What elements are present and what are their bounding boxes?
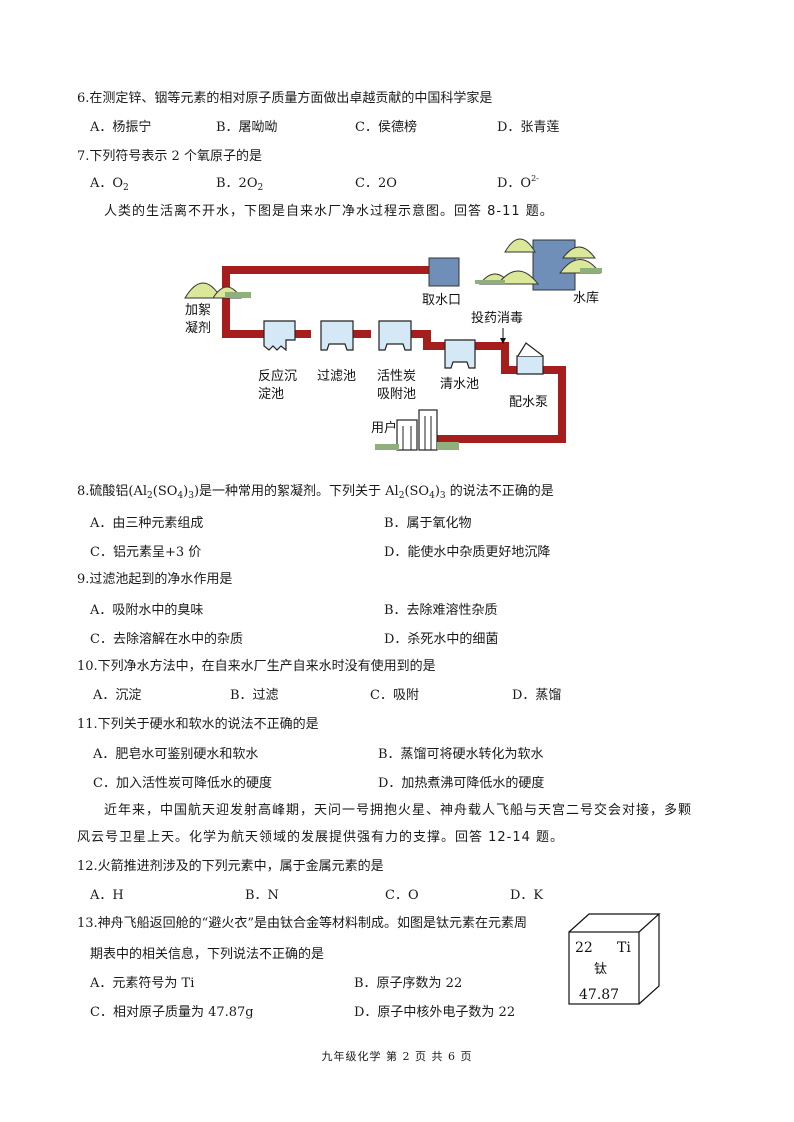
q11-stem: 11.下列关于硬水和软水的说法不正确的是 [77, 717, 319, 732]
label-settling-2: 淀池 [258, 387, 284, 402]
q12-option-c: C．O [385, 888, 419, 903]
intro-8-11: 人类的生活离不开水，下图是自来水厂净水过程示意图。回答 8-11 题。 [104, 204, 554, 219]
q13-option-d: D．原子中核外电子数为 22 [354, 1005, 516, 1020]
clear-tank [444, 339, 476, 369]
q11-option-b: B．蒸馏可将硬水转化为软水 [378, 747, 544, 762]
label-intake: 取水口 [422, 293, 461, 308]
element-mass: 47.87 [579, 987, 619, 1003]
q6-option-a: A．杨振宁 [90, 120, 152, 135]
q13-option-a: A．元素符号为 Ti [90, 976, 195, 991]
q9-option-c: C．去除溶解在水中的杂质 [90, 632, 243, 647]
element-name: 钛 [594, 962, 607, 977]
page-footer: 九年级化学 第 2 页 共 6 页 [321, 1050, 473, 1063]
label-disinfect: 投药消毒 [471, 310, 523, 326]
q12-option-b: B．N [245, 888, 279, 903]
q9-option-a: A．吸附水中的臭味 [90, 603, 204, 618]
q9-option-b: B．去除难溶性杂质 [384, 603, 498, 618]
q11-option-a: A．肥皂水可鉴别硬水和软水 [93, 747, 259, 762]
q12-option-a: A．H [90, 888, 124, 903]
q8-option-a: A．由三种元素组成 [90, 516, 204, 531]
q13-stem-line1: 13.神舟飞船返回舱的“避火衣”是由钛合金等材料制成。如图是钛元素在元素周 [77, 916, 527, 931]
label-clear: 清水池 [440, 377, 479, 392]
water-treatment-diagram: 加絮 凝剂 取水口 水库 投药消毒 反应沉 淀池 过滤池 活性炭 吸附池 清水池… [175, 228, 625, 463]
q10-option-d: D．蒸馏 [512, 688, 562, 703]
label-reservoir: 水库 [573, 290, 599, 306]
q10-stem: 10.下列净水方法中，在自来水厂生产自来水时没有使用到的是 [77, 659, 436, 674]
element-symbol: Ti [617, 940, 631, 956]
intake-box [428, 257, 460, 287]
q11-option-d: D．加热煮沸可降低水的硬度 [378, 776, 545, 791]
label-carbon-1: 活性炭 [377, 369, 416, 384]
q9-option-d: D．杀死水中的细菌 [384, 632, 499, 647]
element-number: 22 [575, 940, 593, 956]
titanium-element-card: 22 Ti 钛 47.87 [565, 910, 665, 1010]
q6-option-b: B．屠呦呦 [216, 120, 278, 135]
carbon-tank [378, 320, 412, 351]
q6-option-c: C．侯德榜 [355, 120, 417, 135]
pipe [222, 266, 566, 443]
q6-option-d: D．张青莲 [497, 120, 560, 135]
q10-option-b: B．过滤 [230, 688, 279, 703]
q12-option-d: D．K [510, 888, 544, 903]
q11-option-c: C．加入活性炭可降低水的硬度 [93, 776, 272, 791]
q7-option-d: D．O2- [497, 174, 539, 191]
q6-stem: 6.在测定锌、铟等元素的相对原子质量方面做出卓越贡献的中国科学家是 [77, 91, 493, 106]
q10-option-a: A．沉淀 [93, 688, 142, 703]
settling-tank [263, 320, 296, 352]
q13-option-b: B．原子序数为 22 [354, 976, 463, 991]
label-pump: 配水泵 [509, 395, 548, 410]
label-user: 用户 [371, 420, 397, 436]
pump-box [516, 355, 544, 375]
q10-option-c: C．吸附 [370, 688, 419, 703]
q8-option-d: D．能使水中杂质更好地沉降 [384, 545, 551, 560]
q12-stem: 12.火箭推进剂涉及的下列元素中，属于金属元素的是 [77, 859, 384, 874]
q7-option-b: B．2O2 [216, 176, 264, 193]
label-coagulant-2: 凝剂 [185, 320, 211, 336]
label-carbon-2: 吸附池 [377, 387, 416, 402]
intro-12-14-line1: 近年来，中国航天迎发射高峰期，天问一号拥抱火星、神舟载人飞船与天宫二号交会对接，… [104, 803, 693, 818]
label-filter: 过滤池 [317, 369, 356, 384]
label-coagulant-1: 加絮 [185, 302, 211, 318]
q9-stem: 9.过滤池起到的净水作用是 [77, 572, 233, 587]
label-settling-1: 反应沉 [258, 368, 297, 384]
q7-option-a: A．O2 [90, 176, 129, 193]
q7-option-c: C．2O [355, 176, 397, 191]
filter-tank [320, 320, 354, 351]
q8-stem: 8.硫酸铝(Al2(SO4)3)是一种常用的絮凝剂。下列关于 Al2(SO4)3… [77, 484, 554, 501]
q13-option-c: C．相对原子质量为 47.87g [90, 1005, 254, 1020]
q8-option-b: B．属于氧化物 [384, 516, 472, 531]
q13-stem-line2: 期表中的相关信息，下列说法不正确的是 [90, 947, 325, 962]
q8-option-c: C．铝元素呈+3 价 [90, 545, 202, 560]
pump-roof [517, 342, 544, 357]
intro-12-14-line2: 风云号卫星上天。化学为航天领域的发展提供强有力的支撑。回答 12-14 题。 [77, 830, 565, 845]
q7-stem: 7.下列符号表示 2 个氧原子的是 [77, 149, 262, 164]
